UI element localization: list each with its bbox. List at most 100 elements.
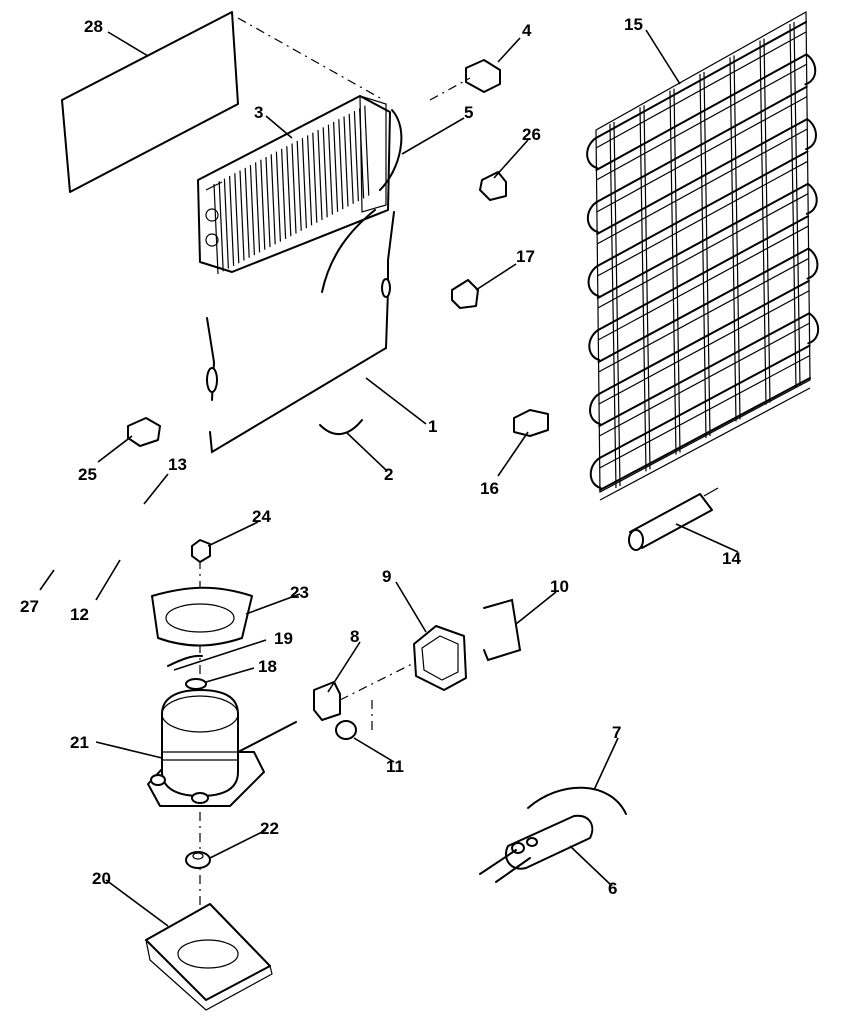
callout-24: 24 <box>252 507 271 526</box>
part-26-bracket <box>479 171 507 201</box>
fin-line <box>343 116 349 207</box>
fin-line <box>307 135 313 226</box>
coil-wire <box>793 21 801 387</box>
fin-line <box>291 143 297 234</box>
coil-tube <box>595 21 807 139</box>
coil-tube <box>599 377 811 491</box>
coil-wire <box>609 123 617 489</box>
part-14-drier <box>628 487 719 551</box>
coil-bend <box>589 457 602 489</box>
callout-9: 9 <box>382 567 391 586</box>
fin-line <box>312 132 318 223</box>
callout-13: 13 <box>168 455 187 474</box>
callout-26: 26 <box>522 125 541 144</box>
coil-bend <box>586 201 599 233</box>
coil-wire <box>733 55 741 420</box>
part-9-terminal-cover <box>413 625 467 691</box>
fin-line <box>229 175 235 266</box>
fin-line <box>218 181 224 272</box>
callout-16: 16 <box>480 479 499 498</box>
tube-left-fitting <box>206 367 218 393</box>
part-23-pad <box>151 586 253 647</box>
callout-17: 17 <box>516 247 535 266</box>
callout-7: 7 <box>612 723 621 742</box>
coil-tube-shadow <box>599 355 810 469</box>
coil-bend <box>806 247 819 280</box>
coil-wire <box>613 121 621 487</box>
callout-25: 25 <box>78 465 97 484</box>
coil-tube-shadow <box>598 322 810 437</box>
part-18-washer <box>185 678 207 690</box>
fin-line <box>281 148 287 239</box>
callout-4: 4 <box>522 21 532 40</box>
coil-bend <box>587 265 600 297</box>
part-10-clip <box>483 598 522 662</box>
coil-wire <box>763 38 771 403</box>
leader-lines <box>39 29 739 927</box>
callout-11: 11 <box>386 757 404 776</box>
tube-segment <box>321 209 376 293</box>
callout-5: 5 <box>464 103 473 122</box>
fin-line <box>333 121 339 212</box>
coil-bend <box>589 393 601 425</box>
callout-18: 18 <box>258 657 277 676</box>
callout-27: 27 <box>20 597 39 616</box>
callout-12: 12 <box>70 605 89 624</box>
fin-line <box>244 167 250 258</box>
coil-wire <box>699 73 707 439</box>
capillary-tube <box>209 211 395 454</box>
part-20-base-bracket <box>145 903 273 1011</box>
fin-line <box>338 119 344 210</box>
callout-3: 3 <box>254 103 263 122</box>
fin-line <box>239 170 245 261</box>
part-4-bracket <box>429 59 501 101</box>
part-5-tube <box>379 109 403 191</box>
coil-bend <box>807 312 820 345</box>
part-28-panel <box>61 11 381 193</box>
callout-22: 22 <box>260 819 279 838</box>
callout-6: 6 <box>608 879 617 898</box>
callout-23: 23 <box>290 583 309 602</box>
part-2-clip <box>319 419 363 435</box>
part-24-nut <box>191 539 211 563</box>
part-22-grommet <box>185 851 211 869</box>
coil-wire <box>639 107 647 472</box>
callout-21: 21 <box>70 733 89 752</box>
fin-line <box>260 159 266 250</box>
callout-28: 28 <box>84 17 103 36</box>
fin-line <box>327 124 333 215</box>
coil-bend <box>805 182 818 215</box>
fin-line <box>364 105 370 196</box>
part-17-bracket <box>451 279 479 309</box>
part-8-relay <box>313 659 421 730</box>
fin-line <box>270 154 276 245</box>
fin-line <box>353 111 359 202</box>
coil-bend <box>804 53 817 86</box>
coil-tube <box>595 53 808 171</box>
coil-wire <box>729 57 737 422</box>
fin-line <box>223 178 229 269</box>
fin-line <box>296 140 302 231</box>
coil-bend <box>586 137 598 169</box>
callout-19: 19 <box>274 629 293 648</box>
callout-8: 8 <box>350 627 359 646</box>
coil-tube <box>598 312 811 427</box>
fin-line <box>286 146 292 237</box>
tube-fitting <box>381 278 391 298</box>
fin-line <box>255 162 261 253</box>
fin-line <box>317 129 323 221</box>
part-25-grommet <box>127 417 161 447</box>
callout-14: 14 <box>722 549 741 568</box>
part-19-clip <box>167 654 203 667</box>
coil-tube-shadow <box>599 387 811 501</box>
coil-bend <box>805 118 817 151</box>
callout-15: 15 <box>624 15 643 34</box>
fin-line <box>322 127 328 218</box>
callout-2: 2 <box>384 465 393 484</box>
fin-line <box>348 113 354 204</box>
fin-line <box>249 165 255 256</box>
coil-wire <box>673 88 681 453</box>
part-16-bracket <box>513 409 549 437</box>
callout-labels: 28 3 4 5 26 17 15 1 2 16 25 13 14 24 23 … <box>20 15 741 898</box>
